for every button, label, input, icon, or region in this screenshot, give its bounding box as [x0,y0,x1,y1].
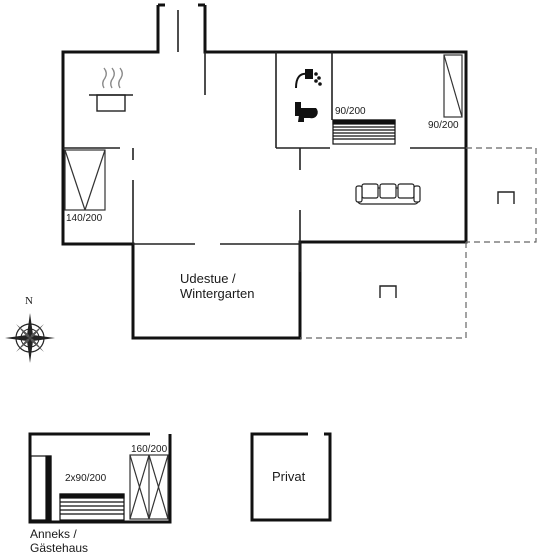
sunroom-label: Udestue / Wintergarten [180,271,255,301]
terrace-marker-icon [379,191,515,298]
bed-size-label-bathroom: 90/200 [335,106,366,117]
annex-bunk-label: 2x90/200 [65,473,107,484]
bed-bathroom [332,119,396,145]
cooking-pot-icon [89,67,133,112]
bed-size-label-right: 90/200 [428,120,459,131]
private-walls [250,432,332,522]
shower-icon [295,69,322,89]
sofa-icon [355,183,421,205]
annex-bunk-bed [30,455,125,521]
annex-title: Anneks / Gästehaus [30,527,89,555]
annex-bed-label: 160/200 [131,444,168,455]
main-house-outer-walls [61,3,468,340]
annex-bed-160 [129,454,169,520]
terrace-dashed-outlines [300,147,537,339]
toilet-icon [295,102,318,122]
bed-size-label-left: 140/200 [66,213,103,224]
compass-rose-icon [5,313,55,363]
bed-left [64,149,106,211]
bed-right [443,54,463,118]
interior-walls [63,10,466,272]
private-label: Privat [272,469,306,484]
annex-walls [28,432,172,524]
compass-north-label: N [25,295,33,307]
